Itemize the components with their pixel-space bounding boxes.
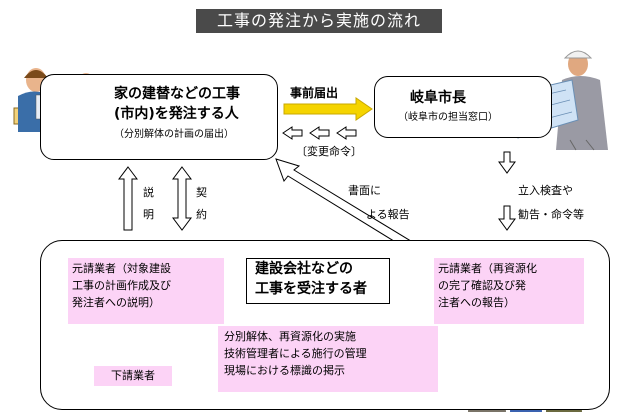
prime-contractor-right: 元請業者（再資源化 の完了確認及び発 注者への報告） [434,258,584,324]
prime-left-line-3: 発注者への説明） [72,296,160,309]
explain-label-1: 説 [143,186,154,199]
inspect-label-1: 立入検査や [518,184,573,197]
explain-arrow [118,166,138,231]
owner-box [40,74,278,160]
sub-contractor: 下請業者 [94,366,172,386]
contract-label-2: 約 [196,208,207,221]
notice-arrow [283,97,373,121]
inspect-arrow-top [498,151,516,174]
owner-line1: 家の建替などの工事 [114,86,240,102]
change-order-arrows [282,126,357,140]
mayor-title: 岐阜市長 [410,90,466,106]
notice-label: 事前届出 [290,86,339,100]
inspect-arrow-bottom [498,205,516,231]
duty-2: 技術管理者による施行の管理 [224,347,367,360]
owner-sub: （分別解体の計画の届出） [114,129,234,140]
explain-label-2: 明 [143,208,154,221]
contract-arrow [172,166,192,231]
prime-contractor-left: 元請業者（対象建設 工事の計画作成及び 発注者への説明） [68,258,224,324]
report-label-2: よる報告 [366,208,410,221]
contract-label-1: 契 [196,186,207,199]
mayor-box [374,76,552,138]
duty-3: 現場における標識の掲示 [224,364,345,377]
inspect-label-2: 勧告・命令等 [518,208,584,221]
page-title: 工事の発注から実施の流れ [196,9,442,33]
prime-right-line-3: 注者への報告） [438,296,515,309]
contractor-title-line1: 建設会社などの [255,261,353,277]
prime-left-line-1: 元請業者（対象建設 [72,262,171,275]
owner-line2: (市内)を発注する人 [114,106,239,122]
prime-right-line-2: の完了確認及び発 [438,279,526,292]
duty-1: 分別解体、再資源化の実施 [224,330,356,343]
mayor-sub: （岐阜市の担当窓口） [398,112,498,123]
contractor-title-box: 建設会社などの 工事を受注する者 [246,258,390,304]
prime-right-line-1: 元請業者（再資源化 [438,262,537,275]
contractor-duties: 分別解体、再資源化の実施 技術管理者による施行の管理 現場における標識の掲示 [218,326,438,392]
report-label-1: 書面に [348,184,381,197]
change-order-label: 〔変更命令〕 [296,145,362,158]
contractor-title-line2: 工事を受注する者 [255,281,367,297]
prime-left-line-2: 工事の計画作成及び [72,279,171,292]
